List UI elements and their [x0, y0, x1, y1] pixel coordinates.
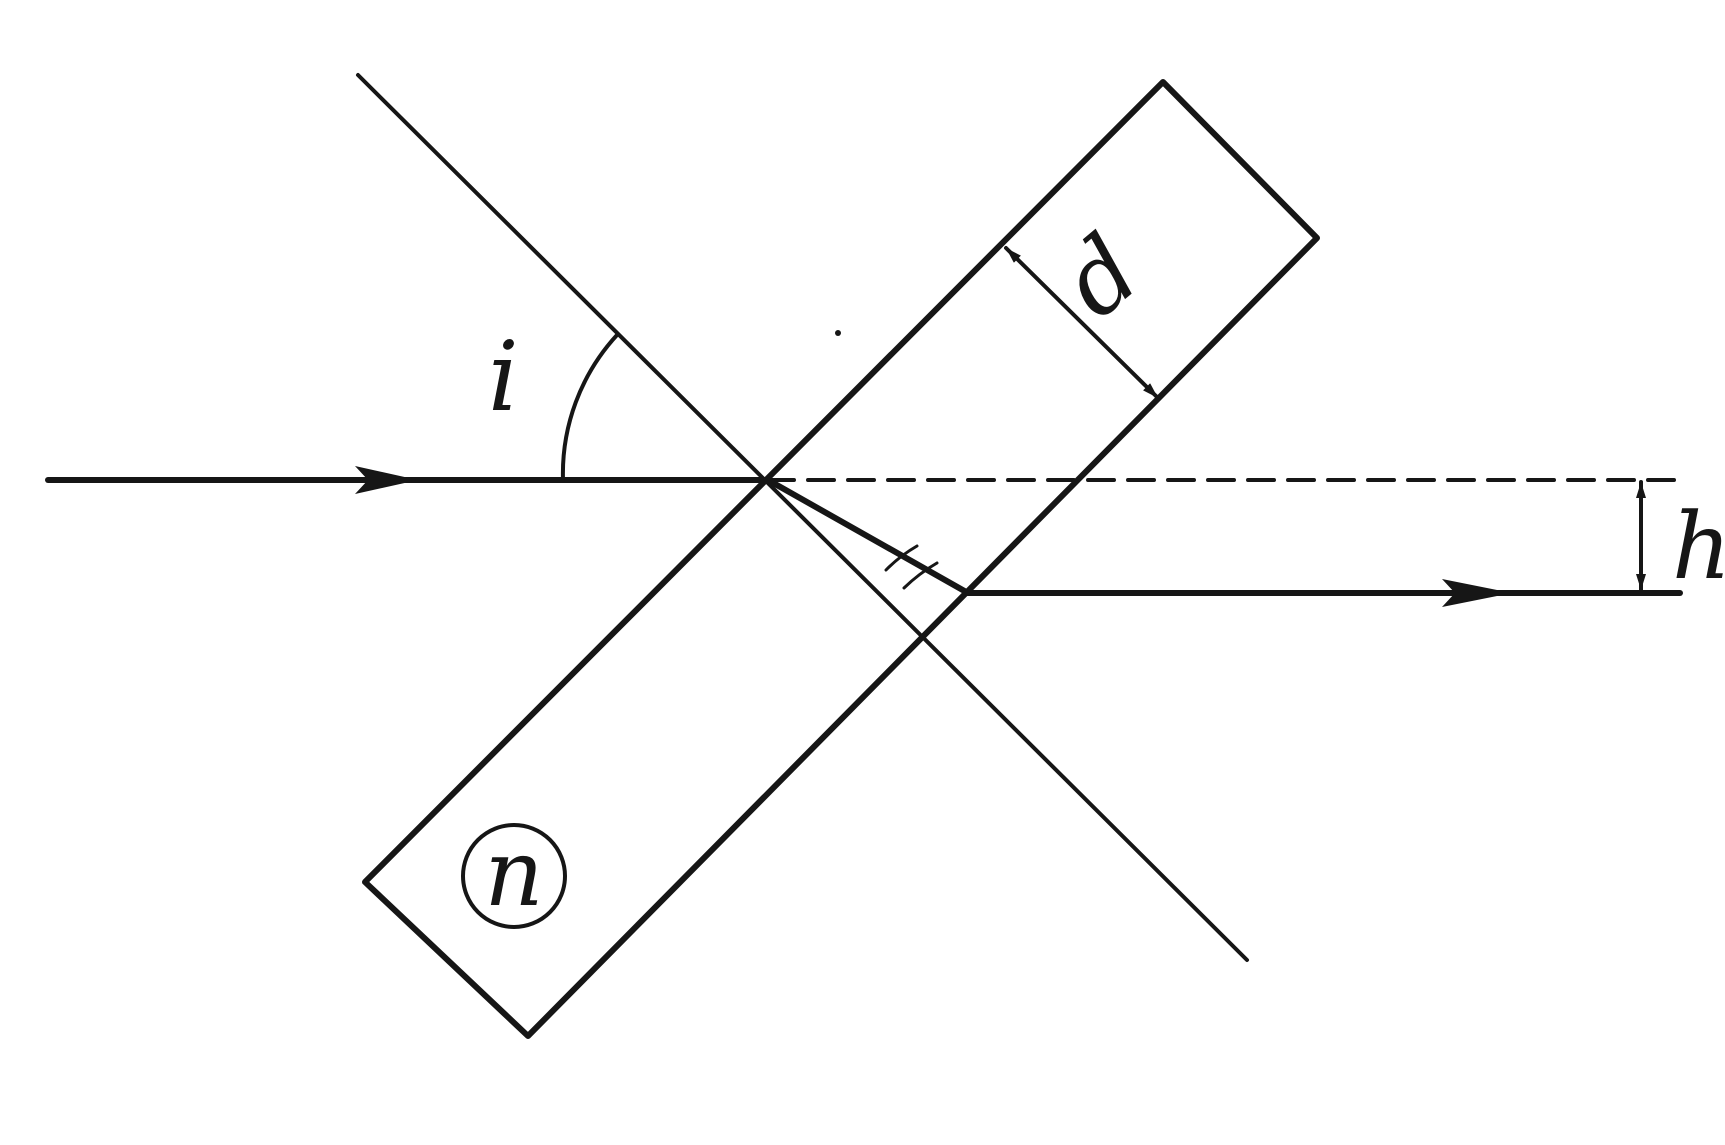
refractive-index-circle — [461, 823, 567, 929]
shift-label: h — [1672, 493, 1725, 600]
incidence-angle-arc — [560, 333, 619, 482]
glass-slab — [362, 79, 1320, 1039]
refractive-index-label: n — [484, 820, 543, 927]
refraction-angle-arc-outer — [884, 544, 919, 572]
normal-line — [356, 73, 1249, 962]
thickness-dimension-arrow — [1004, 246, 1160, 400]
emergent-ray-arrowhead — [1442, 579, 1512, 607]
incidence-angle-label: i — [488, 321, 519, 433]
refraction-angle-arc-inner — [902, 561, 939, 590]
refracted-ray — [765, 477, 971, 596]
dot-mark — [835, 330, 841, 336]
thickness-label: d — [1041, 214, 1160, 339]
incident-ray-arrowhead — [355, 466, 418, 494]
